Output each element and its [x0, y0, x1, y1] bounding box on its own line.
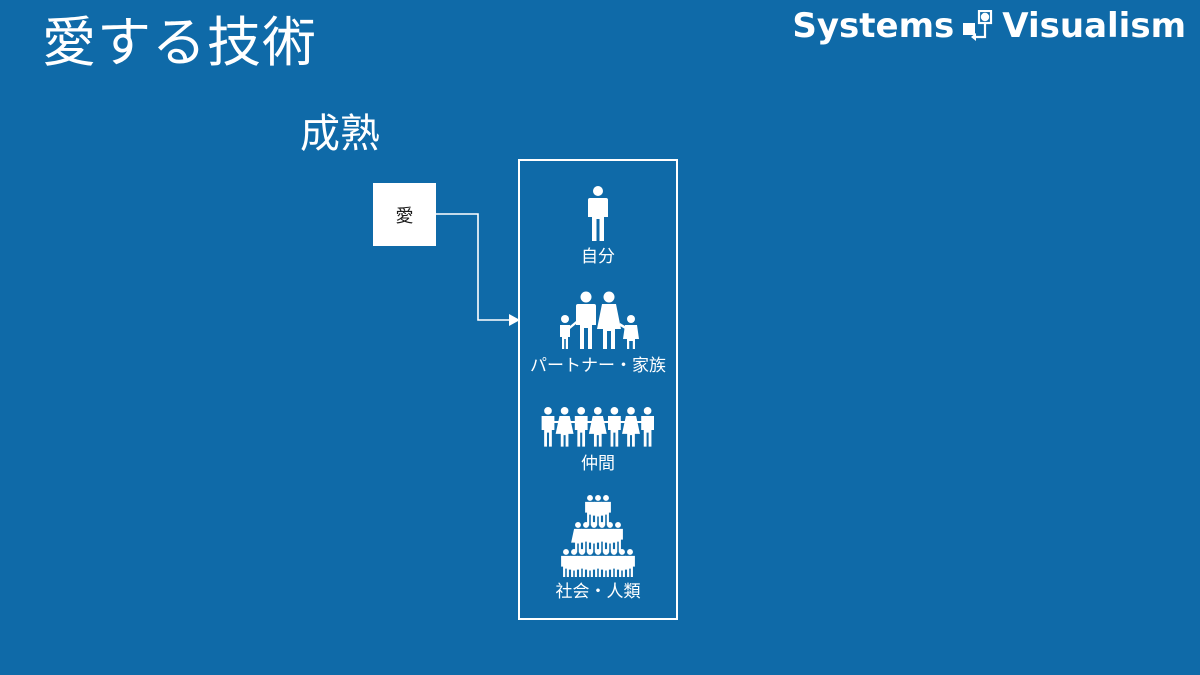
brand-word-systems: Systems — [792, 6, 955, 46]
love-box: 愛 — [373, 183, 436, 246]
group-family: パートナー・家族 — [520, 291, 676, 377]
group-society: 社会・人類 — [520, 493, 676, 603]
group-family-label: パートナー・家族 — [530, 356, 666, 376]
crowd-pyramid-icon — [561, 495, 635, 577]
systems-loop-icon — [963, 10, 993, 41]
group-companions: 仲間 — [520, 405, 676, 475]
row-of-people-icon — [541, 407, 654, 447]
group-companions-label: 仲間 — [581, 454, 615, 474]
single-person-icon — [588, 186, 608, 241]
group-self-label: 自分 — [581, 247, 615, 267]
section-heading: 成熟 — [300, 111, 380, 157]
circles-of-love-frame: 自分 パートナー・家族 仲間 社会・人類 — [518, 159, 678, 620]
love-box-label: 愛 — [395, 205, 414, 227]
family-icon — [560, 291, 639, 349]
group-society-label: 社会・人類 — [555, 582, 641, 602]
group-self: 自分 — [520, 186, 676, 268]
brand-word-visualism: Visualism — [1002, 6, 1186, 46]
slide-title: 愛する技術 — [42, 11, 317, 74]
brand-logo: Systems Visualism — [792, 6, 1186, 46]
